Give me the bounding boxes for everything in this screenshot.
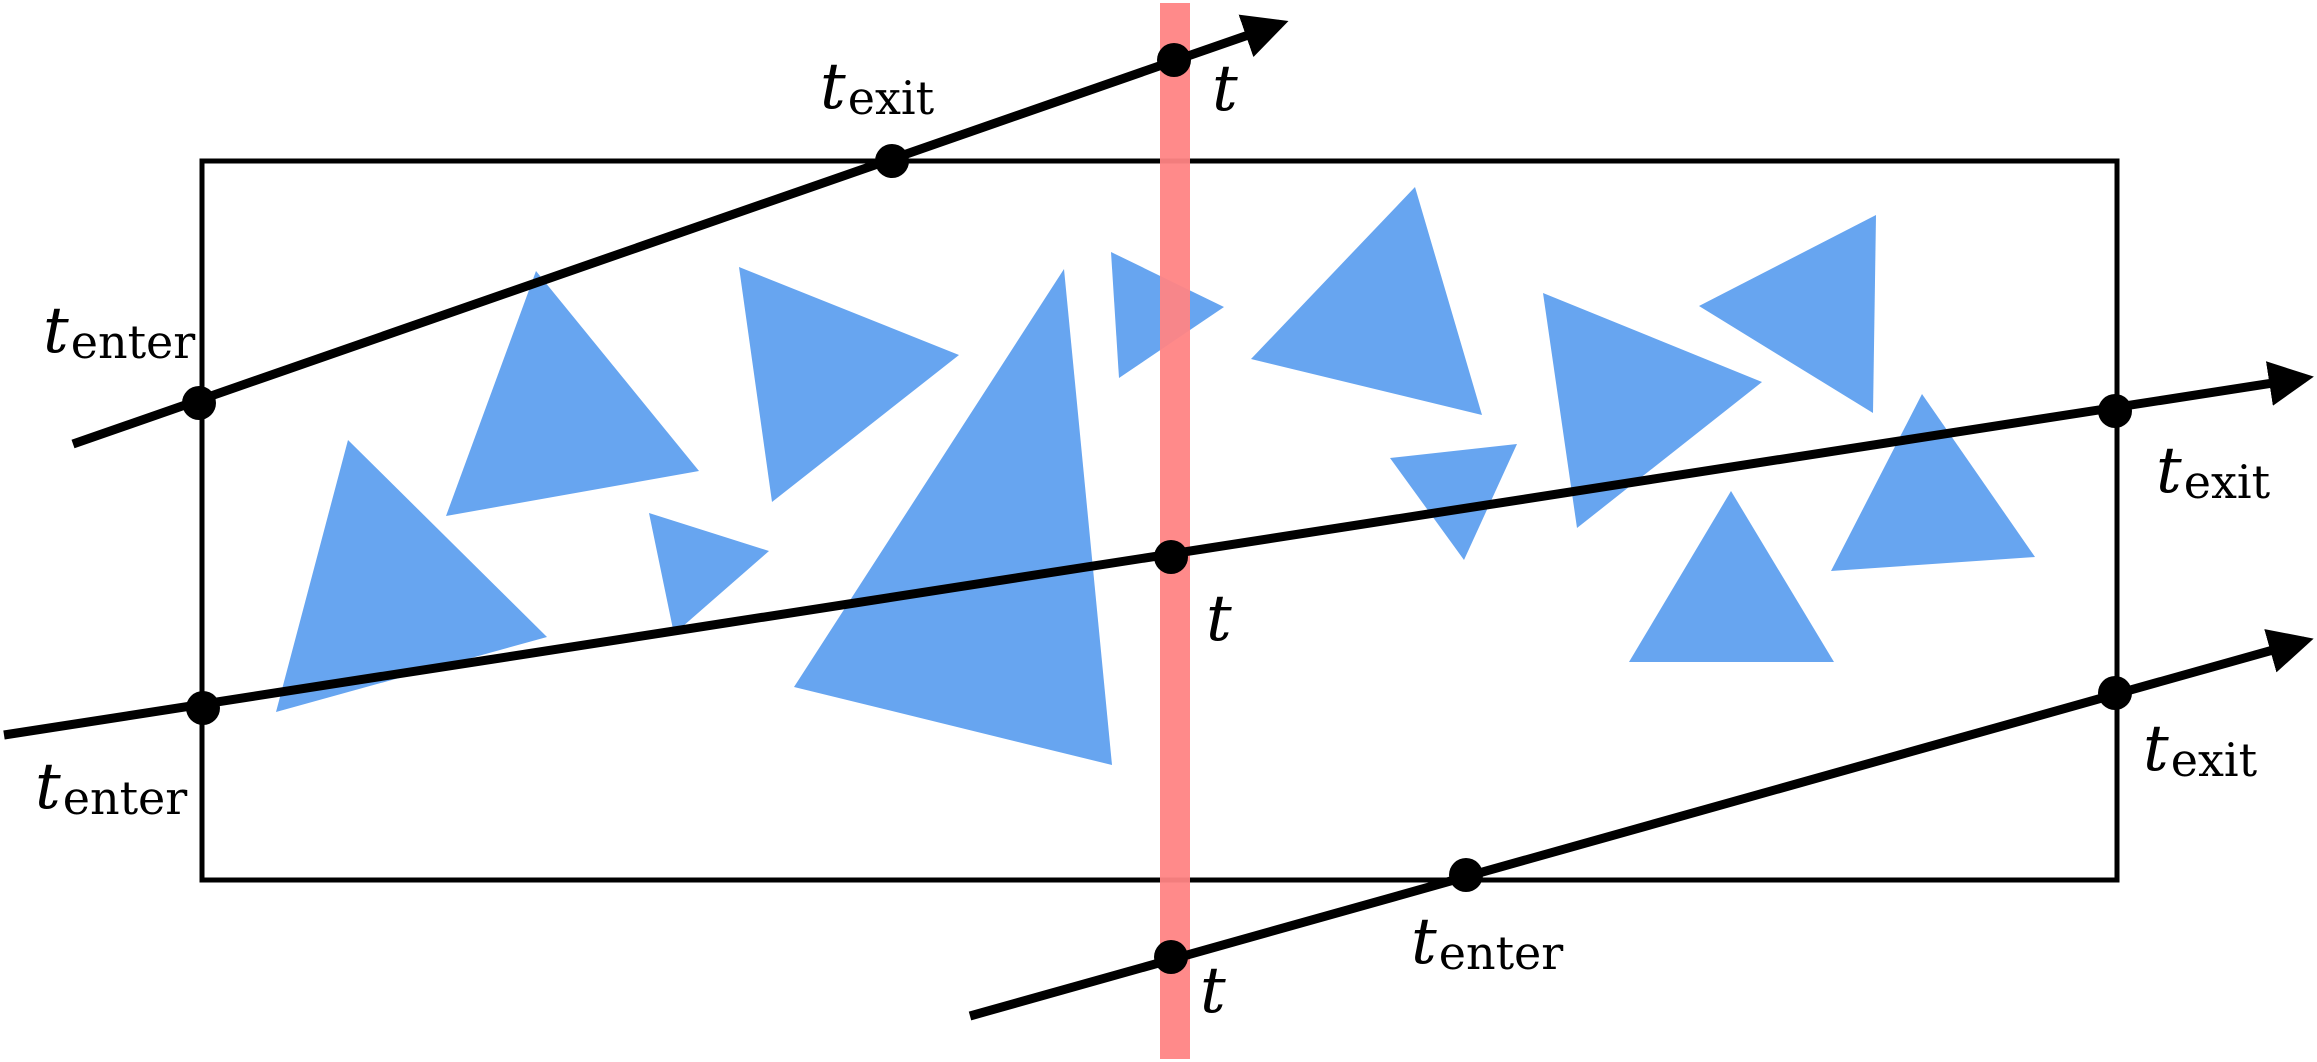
ray-middle-enter-point [186, 691, 220, 725]
label-bottom-enter: tenter [1411, 905, 1563, 980]
ray-top-plane-point [1157, 43, 1191, 77]
label-bottom-exit: texit [2143, 712, 2258, 787]
label-middle-exit: texit [2156, 434, 2271, 509]
triangle [739, 267, 959, 502]
triangle [446, 271, 699, 516]
label-bottom-plane-t: t [1200, 954, 1226, 1028]
ray-bottom-exit-point [2098, 676, 2132, 710]
labels: texit t tenter texit t tenter texit tent… [35, 50, 2271, 1028]
splitting-plane [1160, 3, 1190, 1059]
label-top-plane-t: t [1212, 52, 1238, 126]
intersection-points [182, 43, 2132, 974]
triangle [276, 440, 547, 712]
triangle [1543, 293, 1762, 528]
ray-bottom-enter-point [1449, 858, 1483, 892]
triangle [649, 513, 769, 634]
ray-bottom [968, 629, 2314, 1021]
ray-top [71, 14, 1289, 449]
ray-bottom-plane-point [1154, 940, 1188, 974]
triangle [1629, 491, 1834, 662]
triangle [1390, 444, 1517, 560]
ray-middle-exit-point [2098, 394, 2132, 428]
triangle [1831, 394, 2035, 571]
label-top-exit: texit [820, 50, 935, 125]
ray-top-enter-point [182, 386, 216, 420]
ray-middle-plane-point [1154, 540, 1188, 574]
label-top-enter: tenter [43, 294, 195, 369]
ray-top-exit-point [875, 144, 909, 178]
triangle [1251, 187, 1482, 415]
bounding-box [199, 158, 2120, 883]
label-middle-plane-t: t [1206, 582, 1232, 656]
triangles [276, 187, 2035, 765]
label-middle-enter: tenter [35, 750, 187, 825]
triangle [794, 269, 1112, 765]
triangle [1699, 215, 1876, 413]
